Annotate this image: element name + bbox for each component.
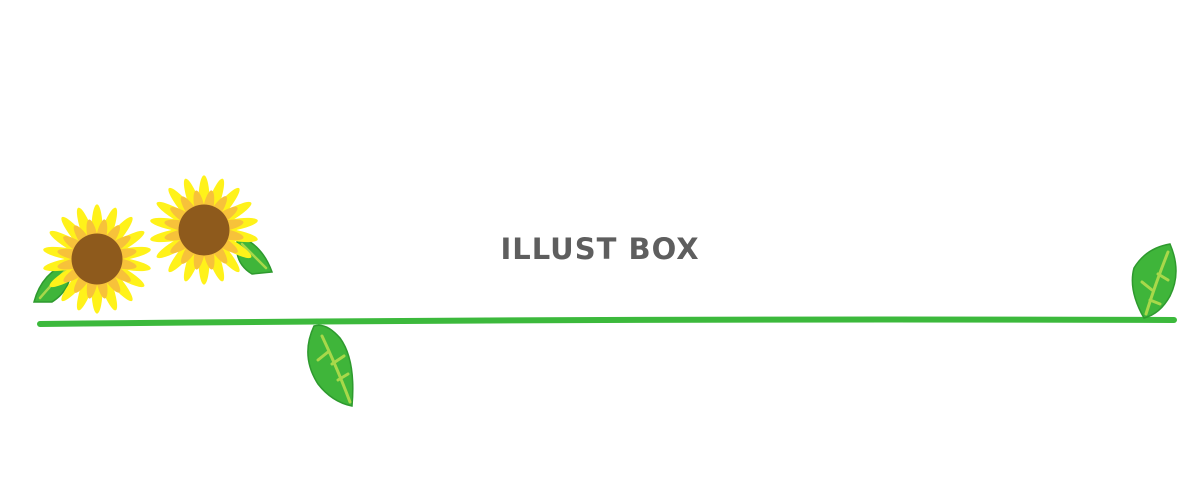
sunflower-left-icon [43, 204, 151, 314]
sunflower-right-icon [150, 175, 258, 285]
vine-line [37, 316, 1177, 327]
flower-center [178, 204, 230, 256]
flower-center [71, 233, 123, 285]
hanging-leaf-icon [307, 324, 354, 407]
illust-box-watermark: ILLUST BOX [500, 232, 700, 266]
upright-leaf-icon [1131, 243, 1177, 319]
